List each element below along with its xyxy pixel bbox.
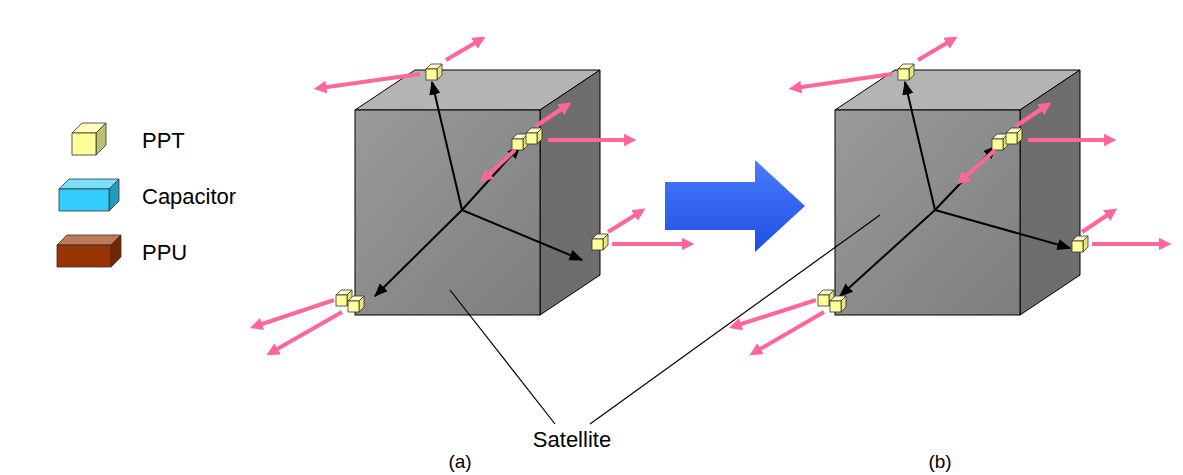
leader-line [450, 215, 880, 424]
satellite-cube-a [256, 40, 688, 352]
legend-label: PPT [142, 129, 185, 153]
subfigure-label: (a) [448, 452, 471, 473]
subfigure-label: (b) [928, 452, 951, 473]
legend-swatch [58, 178, 120, 212]
part-label: Satellite [533, 428, 611, 452]
transition-arrow [665, 160, 805, 252]
satellite-cube-b [735, 40, 1165, 352]
legend-swatch [71, 122, 107, 156]
legend-label: PPU [142, 241, 187, 265]
legend-swatch [56, 234, 122, 268]
legend-label: Capacitor [142, 185, 236, 209]
